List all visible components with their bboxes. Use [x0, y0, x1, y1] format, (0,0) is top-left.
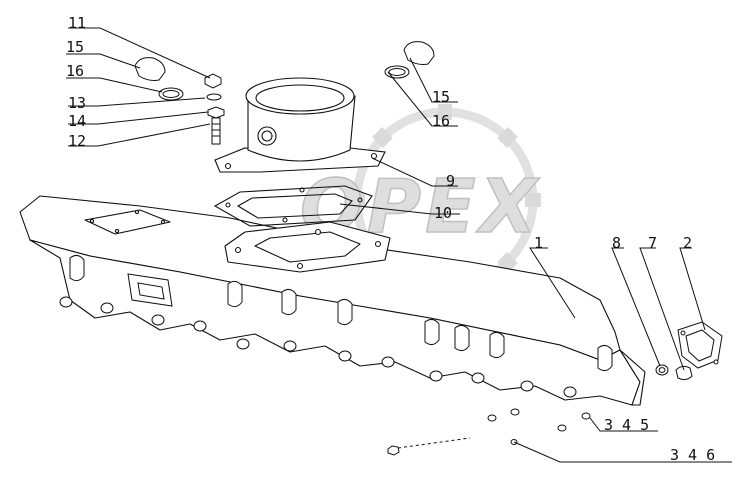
exhaust-manifold: [19, 195, 646, 406]
callout-3-4-6: 3 4 6: [670, 446, 715, 464]
callout-labels: 11 15 16 13 14 12 15 16 9 10 1 8 7 2 3 4…: [66, 14, 715, 464]
bottom-fasteners: [387, 408, 591, 456]
callout-14: 14: [68, 112, 86, 130]
callout-3-4-5: 3 4 5: [604, 416, 649, 434]
callout-15-upper: 15: [66, 38, 84, 56]
right-side-parts: [655, 321, 723, 381]
callout-13: 13: [68, 94, 86, 112]
callout-15-right: 15: [432, 88, 450, 106]
leader-lines: [66, 27, 732, 463]
callout-8: 8: [612, 234, 621, 252]
gasket: [213, 185, 373, 227]
manifold-ports: [59, 254, 613, 398]
callout-2: 2: [683, 234, 692, 252]
callout-12: 12: [68, 132, 86, 150]
callout-7: 7: [648, 234, 657, 252]
outlet-elbow: [214, 77, 386, 173]
top-right-plug: [384, 41, 435, 79]
top-left-fasteners: [134, 57, 225, 145]
callout-10: 10: [434, 204, 452, 222]
callout-16-right: 16: [432, 112, 450, 130]
callout-1: 1: [534, 234, 543, 252]
callout-16-upper: 16: [66, 62, 84, 80]
callout-9: 9: [446, 172, 455, 190]
callout-11-upper: 11: [68, 14, 86, 32]
